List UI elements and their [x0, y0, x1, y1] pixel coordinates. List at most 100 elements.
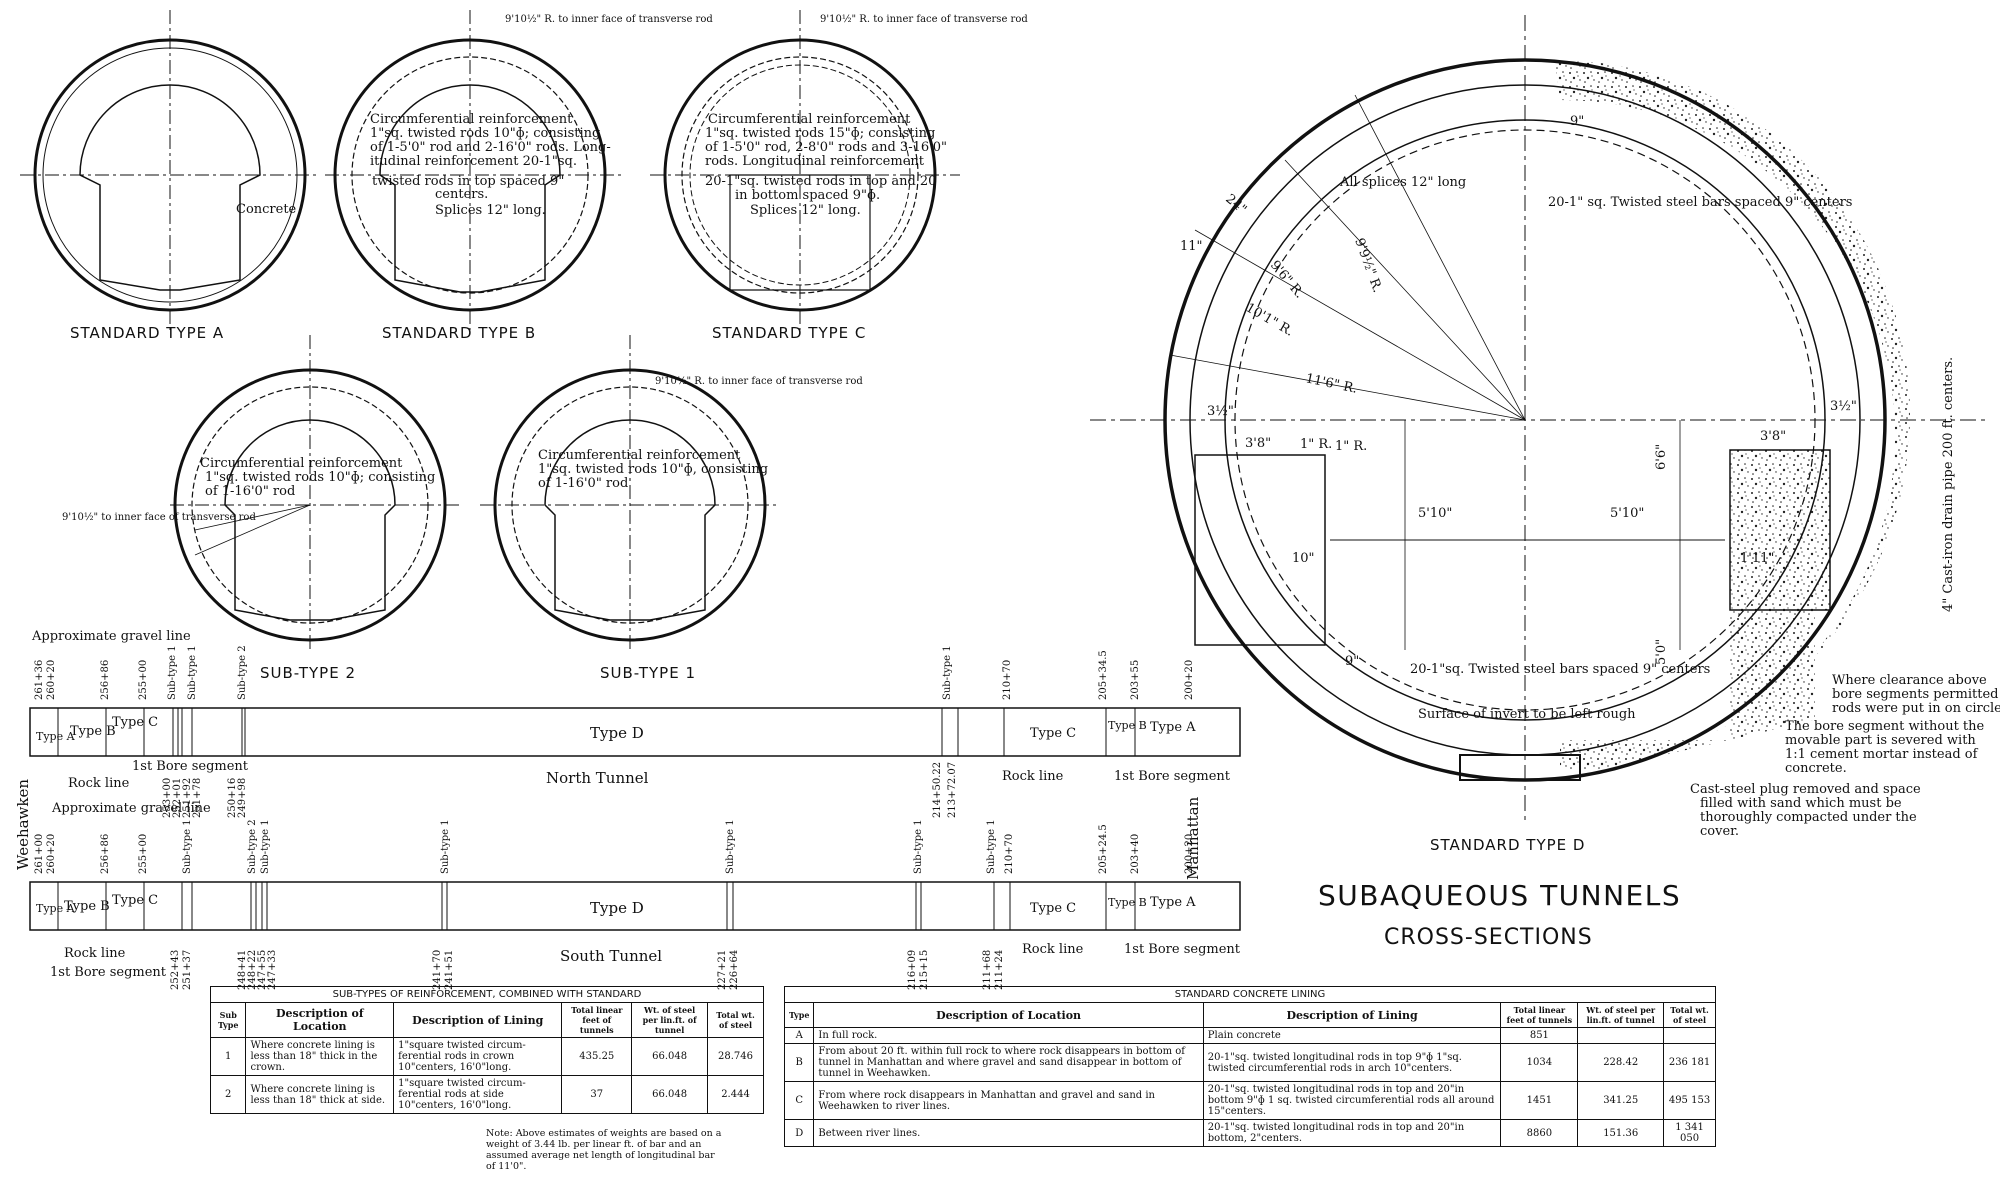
south-stations: 261+00 260+20 256+86 255+00 Sub-type 1 S…: [34, 819, 1195, 990]
table-cell: 435.25: [561, 1037, 633, 1076]
section-type-a: [20, 10, 320, 330]
svg-text:movable part is severed with: movable part is severed with: [1785, 733, 1976, 748]
table-row: B From about 20 ft. within full rock to …: [783, 1043, 1716, 1082]
svg-text:3½": 3½": [1207, 404, 1234, 419]
svg-text:Sub-type 1: Sub-type 1: [986, 819, 997, 874]
svg-text:Sub-type 1: Sub-type 1: [440, 819, 451, 874]
caption-type-a: STANDARD TYPE A: [70, 324, 224, 342]
radius-note-sub-1: 9'10½" R. to inner face of transverse ro…: [655, 376, 863, 387]
table-cell: D: [783, 1119, 815, 1147]
south-tunnel-profile: [29, 881, 1241, 931]
svg-text:253+00: 253+00: [162, 778, 173, 818]
title-main: SUBAQUEOUS TUNNELS: [1318, 879, 1681, 912]
table-cell: [1663, 1027, 1716, 1044]
table-header-row: Sub Type Description of Location Descrip…: [209, 1002, 764, 1038]
svg-text:203+55: 203+55: [1130, 660, 1141, 700]
svg-text:Sub-type 1: Sub-type 1: [260, 819, 271, 874]
north-stations: 261+36 260+20 256+86 255+00 Sub-type 1 S…: [34, 645, 1195, 818]
section-type-d: [1090, 15, 1990, 820]
table-cell: From about 20 ft. within full rock to wh…: [813, 1043, 1204, 1082]
caption-type-c: STANDARD TYPE C: [712, 324, 866, 342]
svg-text:The bore segment without the: The bore segment without the: [1785, 719, 1985, 734]
title-sub: CROSS-SECTIONS: [1384, 925, 1593, 950]
svg-text:241+70: 241+70: [432, 950, 443, 990]
svg-text:260+20: 260+20: [46, 660, 57, 700]
table-row: C From where rock disappears in Manhatta…: [783, 1081, 1716, 1120]
svg-text:Rock line: Rock line: [1022, 942, 1084, 957]
svg-text:210+70: 210+70: [1004, 834, 1015, 874]
svg-text:9": 9": [1345, 654, 1359, 669]
table-row: D Between river lines. 20-1"sq. twisted …: [783, 1119, 1716, 1147]
svg-text:Circumferential reinforcement: Circumferential reinforcement: [200, 456, 403, 471]
profile-labels: Weehawken Manhattan Approximate gravel l…: [14, 629, 1241, 980]
svg-text:205+34.5: 205+34.5: [1098, 650, 1109, 700]
col-header: Wt. of steel per lin.ft. of tunnel: [631, 1002, 709, 1038]
col-header: Sub Type: [209, 1002, 247, 1038]
reinf-note-sub-1: Circumferential reinforcement 1"sq. twis…: [538, 448, 768, 491]
svg-text:Sub-type 1: Sub-type 1: [725, 819, 736, 874]
svg-text:filled with sand which must be: filled with sand which must be: [1700, 796, 1902, 811]
svg-text:247+55: 247+55: [257, 950, 268, 990]
svg-text:255+00: 255+00: [138, 660, 149, 700]
radius-note-c: 9'10½" R. to inner face of transverse ro…: [820, 14, 1028, 25]
svg-text:Type A: Type A: [1150, 720, 1196, 735]
table-cell: 20-1"sq. twisted longitudinal rods in to…: [1202, 1043, 1502, 1082]
caption-type-b: STANDARD TYPE B: [382, 324, 536, 342]
table-cell: 851: [1500, 1027, 1579, 1044]
reinf-note-c: Circumferential reinforcement 1"sq. twis…: [705, 112, 947, 218]
svg-text:Cast-steel plug removed and sp: Cast-steel plug removed and space: [1690, 782, 1921, 797]
svg-text:Type A: Type A: [1150, 895, 1196, 910]
col-header: Description of Location: [813, 1002, 1204, 1028]
type-d-labels: All splices 12" long 20-1" sq. Twisted s…: [1180, 114, 2000, 839]
svg-text:10'1" R.: 10'1" R.: [1243, 300, 1296, 339]
svg-text:247+33: 247+33: [267, 950, 278, 990]
svg-text:twisted rods in top spaced 9": twisted rods in top spaced 9": [372, 174, 564, 189]
svg-text:rods. Longitudinal reinforceme: rods. Longitudinal reinforcement: [705, 154, 925, 169]
svg-text:thoroughly compacted under the: thoroughly compacted under the: [1700, 810, 1917, 825]
svg-text:North Tunnel: North Tunnel: [546, 769, 649, 787]
sub-types-table: SUB-TYPES OF REINFORCEMENT, COMBINED WIT…: [209, 986, 764, 1114]
table-cell: A: [783, 1027, 815, 1044]
svg-text:South Tunnel: South Tunnel: [560, 947, 662, 965]
table-row: 2 Where concrete lining is less than 18"…: [209, 1075, 764, 1114]
svg-text:Type D: Type D: [590, 899, 644, 917]
col-header: Total linear feet of tunnels: [1500, 1002, 1579, 1028]
svg-text:rods were put in on circle.: rods were put in on circle.: [1832, 701, 2000, 716]
svg-text:215+15: 215+15: [919, 950, 930, 990]
svg-text:Type C: Type C: [1030, 901, 1076, 916]
svg-text:20-1"sq. Twisted steel bars sp: 20-1"sq. Twisted steel bars spaced 9" ce…: [1410, 662, 1710, 677]
svg-text:4" Cast-iron drain pipe 200 ft: 4" Cast-iron drain pipe 200 ft. centers.: [1941, 357, 1956, 612]
table-cell: 37: [561, 1075, 633, 1114]
radius-note-b: 9'10½" R. to inner face of transverse ro…: [505, 14, 713, 25]
svg-text:1st Bore segment: 1st Bore segment: [132, 759, 249, 774]
svg-text:10": 10": [1292, 551, 1315, 566]
svg-text:Type C: Type C: [112, 893, 158, 908]
svg-text:1:1 cement mortar instead of: 1:1 cement mortar instead of: [1785, 747, 1979, 762]
svg-text:1" R.: 1" R.: [1300, 437, 1332, 452]
svg-text:1st Bore segment: 1st Bore segment: [1114, 769, 1231, 784]
table-cell: Plain concrete: [1202, 1027, 1502, 1044]
svg-text:9'9½" R.: 9'9½" R.: [1351, 236, 1385, 294]
reinf-note-sub-2: Circumferential reinforcement 1"sq. twis…: [200, 456, 435, 499]
svg-text:1'11": 1'11": [1740, 551, 1774, 566]
svg-text:216+09: 216+09: [907, 950, 918, 990]
svg-text:Circumferential reinforcement: Circumferential reinforcement: [538, 448, 741, 463]
svg-text:11": 11": [1180, 239, 1203, 254]
table-cell: 66.048: [631, 1037, 709, 1076]
svg-text:Approximate gravel line: Approximate gravel line: [51, 801, 211, 816]
table-cell: 1"square twisted circum-ferential rods a…: [393, 1075, 563, 1114]
table-cell: 1"square twisted circum-ferential rods i…: [393, 1037, 563, 1076]
svg-text:255+00: 255+00: [138, 834, 149, 874]
table-cell: 341.25: [1577, 1081, 1665, 1120]
north-tunnel-profile: [29, 707, 1241, 757]
table-row: A In full rock. Plain concrete 851: [783, 1027, 1716, 1044]
table-cell: 236 181: [1663, 1043, 1716, 1082]
svg-text:261+00: 261+00: [34, 834, 45, 874]
radius-note-sub-2: 9'10½" to inner face of transverse rod: [62, 512, 256, 523]
svg-text:cover.: cover.: [1700, 824, 1739, 839]
svg-text:Splices 12" long.: Splices 12" long.: [750, 203, 861, 218]
caption-sub-type-2: SUB-TYPE 2: [260, 664, 356, 682]
standard-lining-caption: STANDARD CONCRETE LINING: [784, 986, 1716, 1002]
svg-text:248+22: 248+22: [247, 950, 258, 990]
svg-text:256+86: 256+86: [100, 660, 111, 700]
